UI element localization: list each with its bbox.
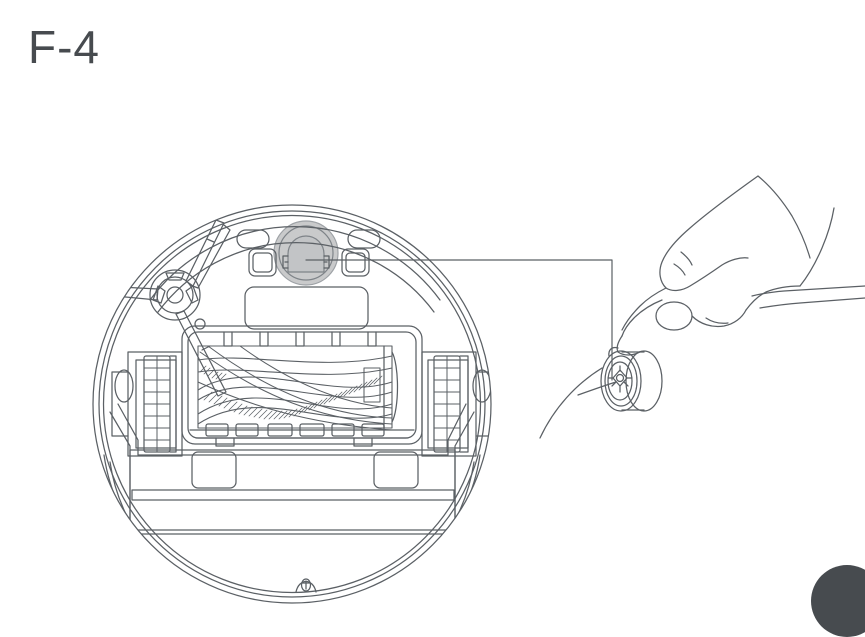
hand [608, 175, 865, 357]
brush-rail [189, 423, 415, 447]
chassis-plate [109, 403, 475, 531]
cliff-sensor-left [248, 248, 277, 277]
lower-deck [129, 449, 456, 535]
main-roller-brush [197, 345, 399, 431]
shell-seam [149, 226, 441, 313]
wall-sensor-right [472, 369, 491, 403]
page-root: F-4 [28, 21, 865, 637]
caster-wheel [539, 350, 663, 439]
battery-cover [244, 286, 369, 330]
leader-line [305, 259, 613, 381]
left-drive-wheel [111, 351, 183, 457]
rear-seam [103, 454, 481, 603]
page-title: F-4 [28, 21, 100, 73]
side-brush [93, 219, 231, 397]
brush-guard-teeth [223, 331, 377, 347]
main-brush-housing [181, 325, 423, 445]
caster-wheel-socket [273, 220, 339, 286]
bumper-pad-right [347, 229, 381, 249]
robot-body [92, 204, 492, 604]
robot-vacuum-illustration [92, 175, 865, 604]
wall-sensor-left [114, 369, 134, 403]
dustbin-latch [295, 578, 317, 593]
right-drive-wheel [421, 351, 491, 457]
